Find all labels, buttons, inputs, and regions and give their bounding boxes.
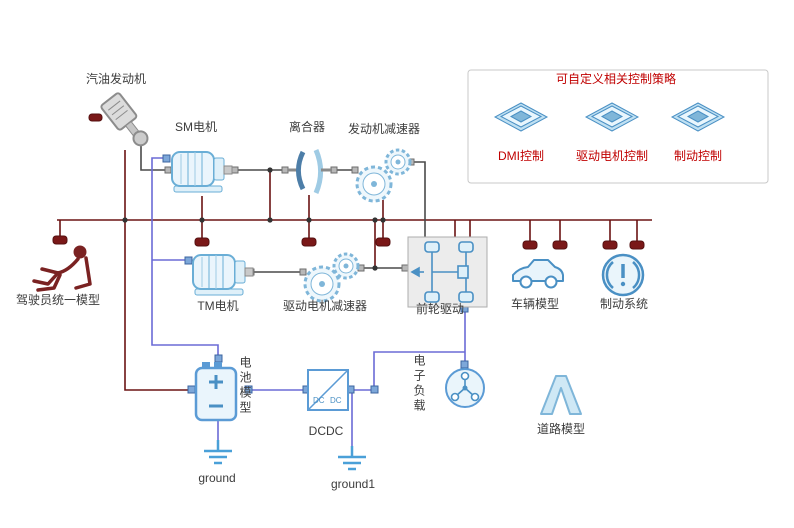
drive-motor-control-chip-icon[interactable] — [584, 102, 640, 132]
ground1-icon[interactable] — [338, 446, 366, 471]
driver-icon[interactable] — [32, 245, 92, 292]
battery-icon[interactable] — [194, 362, 238, 422]
clutch-label: 离合器 — [288, 120, 326, 134]
sm-motor-label: SM电机 — [174, 120, 218, 134]
vehicle-label: 车辆模型 — [510, 297, 560, 311]
brake-control-chip-icon[interactable] — [670, 102, 726, 132]
front-wheel-drive-icon[interactable] — [407, 236, 488, 308]
tm-motor-label: TM电机 — [197, 299, 239, 313]
tm-motor-icon[interactable] — [192, 254, 254, 296]
drive-motor-control-label: 驱动电机控制 — [575, 149, 649, 163]
clutch-icon[interactable] — [288, 149, 332, 194]
signal-bus-wires — [57, 96, 699, 391]
drive-motor-reducer-icon[interactable] — [303, 252, 360, 303]
junction-dots — [122, 167, 386, 271]
vehicle-icon[interactable] — [512, 259, 564, 289]
electronic-load-label: 电子负载 — [412, 354, 426, 414]
front-wheel-drive-label: 前轮驱动 — [415, 302, 465, 316]
engine-label: 汽油发动机 — [85, 72, 147, 86]
ground-label: ground — [198, 471, 236, 485]
control-panel-title: 可自定义相关控制策略 — [555, 72, 677, 86]
ground-icon[interactable] — [204, 440, 232, 465]
engine-reducer-icon[interactable] — [355, 148, 412, 203]
dcdc-icon[interactable]: DC DC — [307, 369, 349, 411]
drive-motor-reducer-label: 驱动电机减速器 — [282, 299, 368, 313]
brake-system-label: 制动系统 — [599, 297, 649, 311]
electrical-wires — [151, 157, 466, 446]
dcdc-label: DCDC — [308, 424, 344, 438]
brake-control-label: 制动控制 — [673, 149, 723, 163]
dcdc-top-text: DC — [313, 396, 325, 405]
battery-label: 电池模型 — [238, 356, 252, 416]
engine-reducer-label: 发动机减速器 — [347, 122, 421, 136]
dmi-control-label: DMI控制 — [498, 149, 544, 163]
dcdc-bottom-text: DC — [330, 396, 342, 405]
dmi-control-chip-icon[interactable] — [493, 102, 549, 132]
sm-motor-icon[interactable] — [171, 151, 233, 193]
engine-icon[interactable] — [88, 92, 153, 151]
electronic-load-icon[interactable] — [445, 368, 485, 408]
driver-label: 驾驶员统一模型 — [15, 293, 101, 307]
brake-system-icon[interactable] — [601, 253, 645, 297]
ground1-label: ground1 — [330, 477, 376, 491]
engine-mount-anchor — [88, 113, 103, 122]
road-model-label: 道路模型 — [536, 422, 586, 436]
road-model-icon[interactable] — [540, 375, 582, 415]
